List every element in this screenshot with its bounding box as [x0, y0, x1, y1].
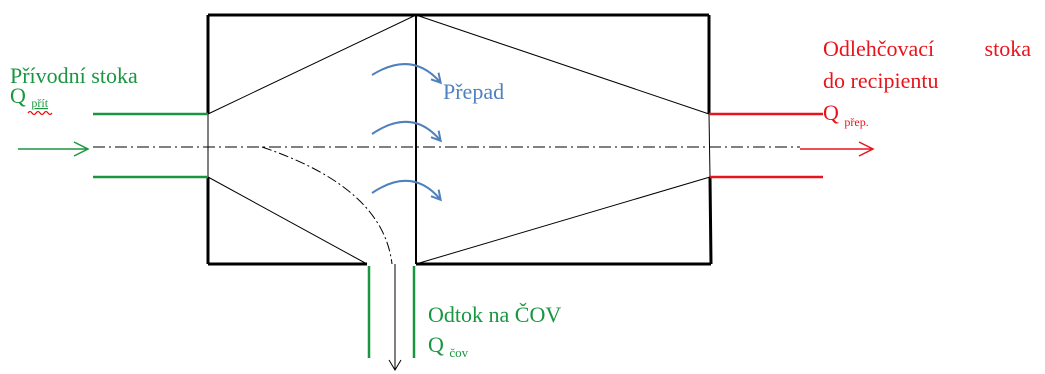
chamber-right-wall-lower [708, 176, 713, 265]
overflow-flow-label: Q přep. [823, 100, 869, 129]
dry-weather-flow-path [261, 146, 393, 265]
curved-arrow-icon [371, 121, 442, 143]
right-arrow-icon [800, 141, 875, 157]
guide-upper-right [415, 14, 710, 115]
inflow-flow-subscript: přít [31, 96, 48, 110]
outflow-title: Odtok na ČOV [428, 302, 561, 327]
spellcheck-underline [27, 110, 53, 116]
overflow-flow-symbol: Q [823, 100, 839, 125]
outlet-opening-edge [708, 113, 711, 178]
overflow-pipe [709, 112, 823, 179]
outflow-flow-symbol: Q [428, 332, 444, 357]
overflow-title-word2: stoka [985, 36, 1032, 61]
overflow-title-word1: Odlehčovací [823, 36, 934, 61]
right-arrow-icon [18, 141, 90, 157]
outflow-pipe [367, 266, 416, 358]
inflow-flow-symbol: Q [10, 83, 26, 108]
guide-lower-left [207, 176, 368, 265]
guide-upper-left [207, 14, 417, 115]
curved-arrow-icon [371, 63, 443, 85]
outflow-flow-label: Q čov [428, 332, 469, 360]
outflow-flow-subscript: čov [449, 345, 468, 360]
chamber-walls [206, 13, 713, 266]
inflow-flow-label: Q přít [10, 83, 49, 110]
overflow-title-line2: do recipientu [823, 68, 938, 93]
channel-guide-lines [207, 14, 711, 265]
overflow-flow-subscript: přep. [844, 115, 868, 129]
weir-flow-arrows [371, 63, 443, 202]
inflow-title: Přívodní stoka [10, 63, 138, 88]
down-arrow-icon [388, 264, 402, 371]
inflow-pipe [93, 112, 208, 179]
curved-arrow-icon [371, 180, 442, 202]
weir-label: Přepad [443, 79, 504, 104]
guide-lower-right [415, 176, 711, 265]
